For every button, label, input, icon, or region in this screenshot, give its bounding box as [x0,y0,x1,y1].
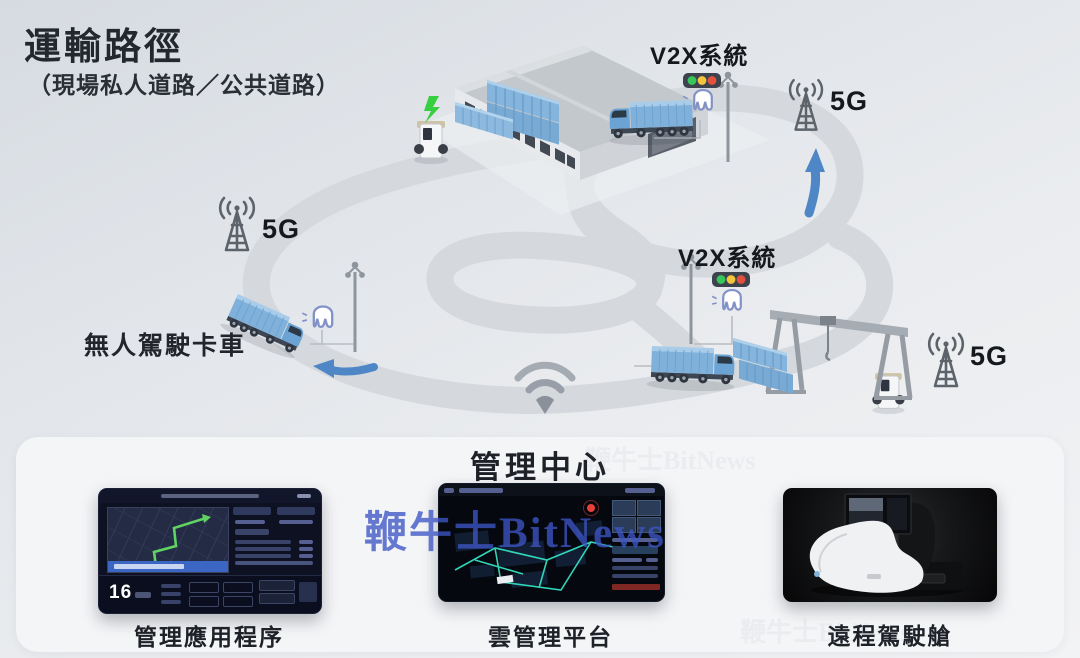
page-title: 運輸路徑 [24,27,184,68]
5g-antenna-icon-left [218,196,256,252]
app-side-panel [233,507,315,571]
remote-cockpit-photo [783,488,997,602]
app-map-banner [108,561,228,572]
ev-charger-left [413,96,449,165]
up-arrow-icon [804,148,825,218]
truck-right [645,345,737,393]
lightning-icon [424,96,440,123]
5g-antenna-icon-right [927,332,965,388]
g5-label-right: 5G [970,341,1009,371]
street-lamp-left [344,260,366,354]
container-stack-left [455,80,559,145]
alert-pin-icon [587,504,595,512]
cloud-platform-screenshot [438,483,665,602]
g5-label-left: 5G [262,214,301,244]
wifi-icon [514,361,576,414]
app-bottom-bar: 16 [99,575,321,613]
caption-cloud-platform: 雲管理平台 [488,625,613,650]
v2x-label-top: V2X系統 [650,43,749,70]
app-titlebar [99,489,321,503]
gantry-crane [765,310,913,400]
rsu-sensor-icon-left [301,305,334,329]
g5-label-top-right: 5G [830,86,869,116]
caption-management-app: 管理應用程序 [134,625,284,650]
driverless-truck-label: 無人駕駛卡車 [84,333,247,360]
vehicle-count: 16 [109,582,133,603]
route-polyline [152,516,207,567]
page-subtitle: （現場私人道路／公共道路） [28,73,340,98]
route-scene [217,46,965,415]
cloud-3d-map [454,500,636,591]
cloud-side-panel [612,500,661,594]
management-app-screenshot: 16 [98,488,322,614]
cloud-titlebar [439,484,664,496]
rsu-sensor-icon-mid [711,288,742,311]
management-center-title: 管理中心 [470,450,610,485]
app-map [107,507,229,573]
traffic-light-icon-mid [712,272,750,287]
container-stack-right [733,338,793,394]
traffic-light-icon-top [683,73,721,88]
alert-row [612,584,660,590]
caption-remote-cockpit: 遠程駕駛艙 [827,624,953,649]
v2x-label-mid: V2X系統 [678,245,777,272]
left-arrow-icon [313,359,378,378]
